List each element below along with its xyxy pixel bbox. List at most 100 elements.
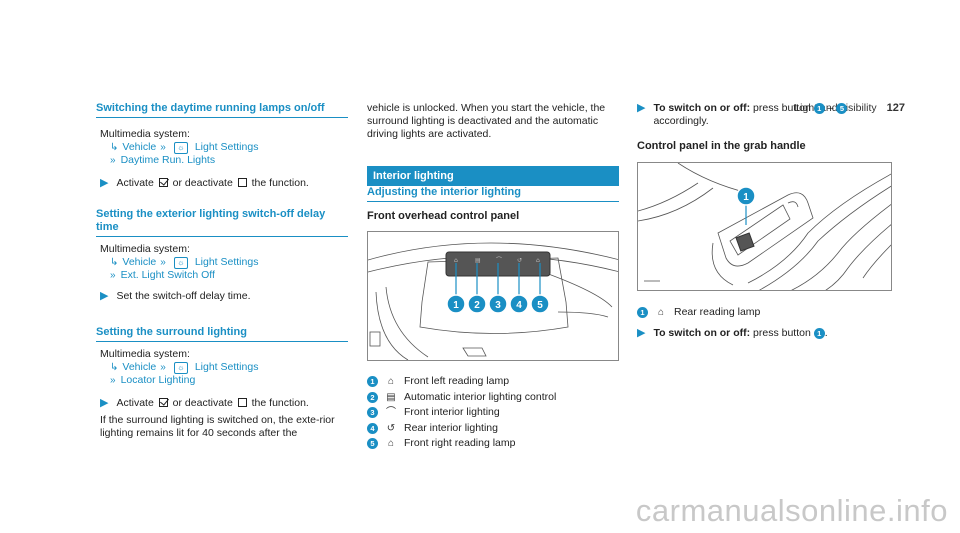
grab-handle-figure: 1 (637, 162, 892, 291)
daytime-system-label: Multimedia system: (100, 128, 190, 140)
number-badge: 3 (367, 407, 378, 419)
callout-label: 4 (516, 300, 522, 311)
legend-text: Rear interior lighting (404, 421, 498, 434)
switchoff-path-1[interactable]: ↳ Vehicle » ☼ Light Settings (96, 256, 348, 269)
surround-path-2[interactable]: » Locator Lighting (96, 374, 348, 387)
step-text: Set the switch-off delay time. (116, 290, 251, 302)
switchoff-section: Setting the exterior lighting switch-off… (96, 208, 348, 303)
return-arrow-icon: ↳ (110, 362, 119, 373)
legend-text: Front right reading lamp (404, 437, 516, 449)
callout-label: 3 (495, 300, 501, 311)
callout-label: 1 (453, 300, 459, 311)
path-daytime-run-lights[interactable]: Daytime Run. Lights (120, 154, 216, 166)
number-badge: 5 (836, 103, 848, 114)
callout-label: 2 (474, 300, 480, 311)
interior-lighting-heading: Interior lighting (367, 166, 619, 186)
switchoff-path-2[interactable]: » Ext. Light Switch Off (96, 269, 348, 282)
callout-1 (446, 294, 466, 314)
svg-text:⌂: ⌂ (454, 257, 458, 264)
number-badge: 1 (813, 103, 825, 114)
double-chevron-icon: » (110, 270, 115, 281)
daytime-path-1[interactable]: ↳ Vehicle » ☼ Light Settings (96, 141, 348, 154)
daytime-section: Switching the daytime running lamps on/o… (96, 102, 348, 190)
step-text: the function. (251, 177, 309, 189)
reading-lamp-icon: ⌂ (657, 307, 665, 318)
step-text: press button (753, 102, 811, 114)
grab-legend-item: 1 ⌂ Rear reading lamp (637, 305, 892, 321)
legend-item: 2 ▤ Automatic interior lighting control (367, 390, 619, 406)
legend-item: 3 ⌒ Front interior lighting (367, 405, 619, 421)
grab-handle-title: Control panel in the grab handle (637, 140, 806, 152)
surround-path-1[interactable]: ↳ Vehicle » ☼ Light Settings (96, 361, 348, 374)
grab-handle-illustration: 1 (638, 163, 891, 290)
legend-item: 4 ↺ Rear interior lighting (367, 421, 619, 437)
path-locator-lighting[interactable]: Locator Lighting (120, 374, 196, 386)
daytime-path-2[interactable]: » Daytime Run. Lights (96, 154, 348, 167)
surround-step: ▶ Activate or deactivate the function. (96, 397, 348, 410)
return-arrow-icon: ↳ (110, 142, 119, 153)
svg-text:▤: ▤ (475, 257, 481, 264)
callout-label: 1 (743, 192, 749, 203)
callout-4 (509, 294, 529, 314)
number-badge: 1 (637, 307, 648, 319)
grab-step-1: ▶ To switch on or off: press button 1 – … (637, 102, 892, 128)
path-light-settings[interactable]: Light Settings (194, 361, 259, 373)
surround-note: If the surround lighting is switched on,… (100, 414, 335, 439)
path-vehicle[interactable]: Vehicle (122, 141, 157, 153)
interior-light-icon: ⌒ (386, 407, 396, 418)
path-vehicle[interactable]: Vehicle (122, 361, 157, 373)
callout-label: 5 (537, 300, 543, 311)
number-badge: 2 (367, 391, 378, 403)
legend-text: Rear reading lamp (674, 306, 761, 318)
range-dash: – (827, 102, 834, 114)
step-bold: To switch on or off: (653, 327, 751, 339)
double-chevron-icon: » (160, 362, 165, 373)
double-chevron-icon: » (110, 375, 115, 386)
light-settings-icon: ☼ (173, 361, 188, 374)
surround-section: Setting the surround lighting Multimedia… (96, 326, 348, 440)
path-vehicle[interactable]: Vehicle (122, 256, 157, 268)
path-light-settings[interactable]: Light Settings (194, 256, 259, 268)
grab-step-2: ▶ To switch on or off: press button 1. (637, 327, 892, 340)
daytime-heading: Switching the daytime running lamps on/o… (96, 102, 348, 118)
double-chevron-icon: » (160, 257, 165, 268)
callout-1 (736, 186, 756, 206)
step-text: press button (753, 327, 811, 339)
switchoff-system-label: Multimedia system: (100, 243, 190, 255)
reading-lamp-icon: ⌂ (387, 376, 395, 387)
front-overhead-panel-figure: ⌂▤⌒↺⌂ 1 2 3 4 5 (367, 231, 619, 361)
legend-text: Automatic interior lighting control (404, 390, 557, 403)
step-text: . (824, 327, 828, 339)
step-text: the function. (251, 397, 309, 409)
path-light-settings[interactable]: Light Settings (194, 141, 259, 153)
step-text: Activate (116, 397, 154, 409)
step-arrow-icon: ▶ (100, 397, 109, 409)
switchoff-heading: Setting the exterior lighting switch-off… (96, 208, 348, 237)
checkbox-checked-icon (158, 178, 168, 187)
double-chevron-icon: » (160, 142, 165, 153)
watermark: carmanualsonline.info (635, 493, 948, 528)
svg-text:⌂: ⌂ (536, 257, 540, 264)
step-arrow-icon: ▶ (100, 290, 109, 302)
step-bold: To switch on or off: (653, 102, 751, 114)
legend-item: 5 ⌂ Front right reading lamp (367, 436, 619, 452)
light-settings-icon: ☼ (173, 256, 188, 269)
reading-lamp-icon: ⌂ (387, 438, 395, 449)
step-arrow-icon: ▶ (637, 327, 646, 339)
legend-text: Front left reading lamp (404, 375, 510, 387)
checkbox-checked-icon (158, 398, 168, 407)
legend-text: Front interior lighting (404, 406, 500, 418)
path-ext-light-switch-off[interactable]: Ext. Light Switch Off (120, 269, 215, 281)
switchoff-step: ▶ Set the switch-off delay time. (96, 290, 348, 303)
callout-5 (530, 294, 550, 314)
svg-text:⌒: ⌒ (496, 257, 502, 264)
callout-2 (467, 294, 487, 314)
daytime-step: ▶ Activate or deactivate the function. (96, 177, 348, 190)
front-panel-title: Front overhead control panel (367, 210, 520, 222)
number-badge: 4 (367, 422, 378, 434)
rear-light-icon: ↺ (386, 422, 396, 434)
page-number: 127 (886, 102, 905, 114)
step-arrow-icon: ▶ (637, 102, 646, 114)
figure-callouts (446, 294, 550, 314)
step-text: or deactivate (172, 177, 233, 189)
